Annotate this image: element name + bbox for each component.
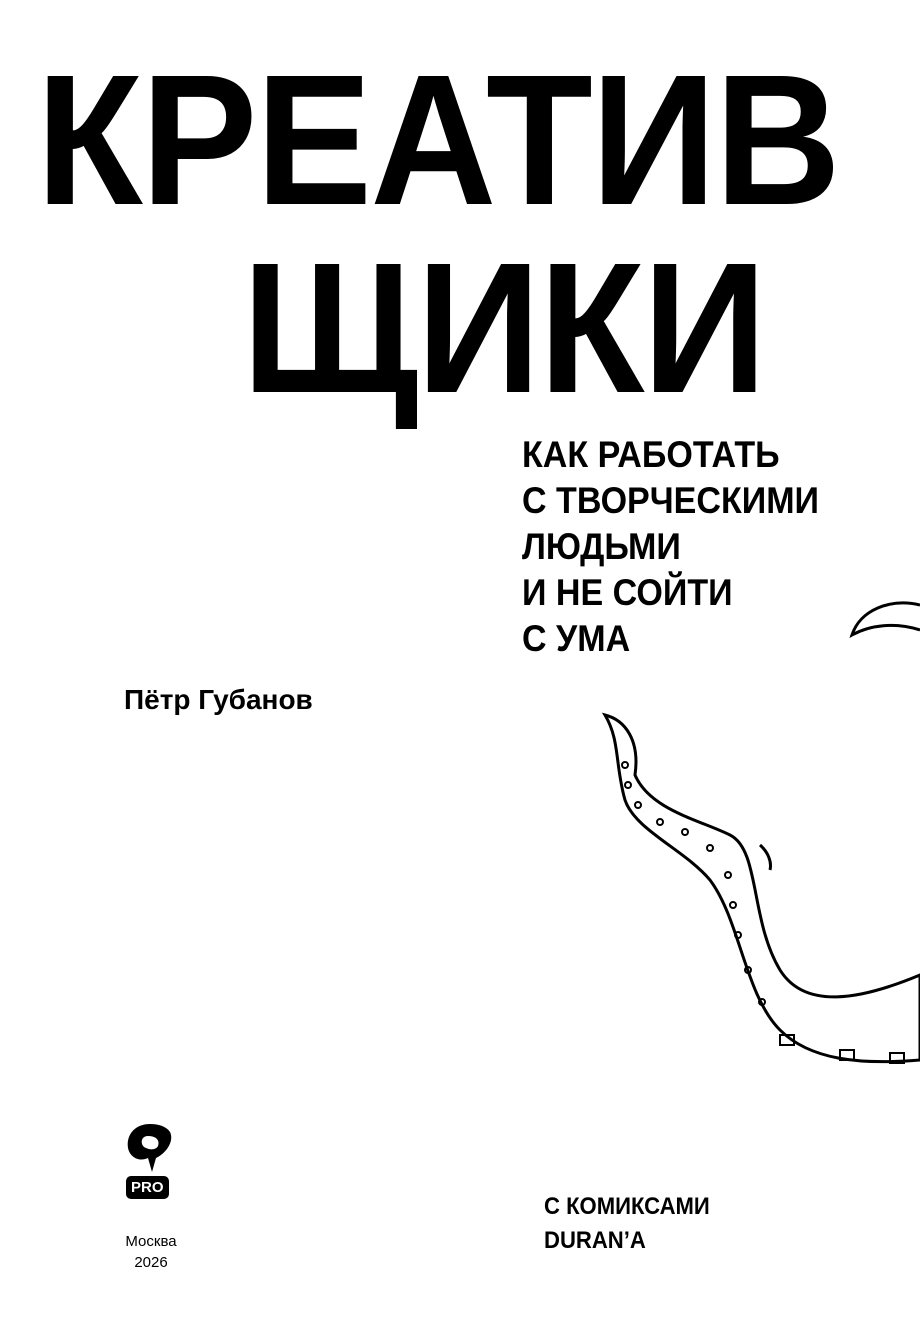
publisher-badge: PRO <box>126 1176 169 1199</box>
title-line-1: КРЕАТИВ <box>36 37 841 244</box>
subtitle-line: С УМА <box>522 618 631 659</box>
city: Москва <box>125 1233 177 1250</box>
subtitle-line: И НЕ СОЙТИ <box>522 572 733 613</box>
title-line-2: ЩИКИ <box>242 225 767 432</box>
subtitle: КАК РАБОТАТЬ С ТВОРЧЕСКИМИ ЛЮДЬМИ И НЕ С… <box>522 432 819 662</box>
comics-line: С КОМИКСАМИ <box>544 1193 710 1220</box>
comics-credit: С КОМИКСАМИ DURAN’A <box>544 1190 710 1258</box>
comics-line: DURAN’A <box>544 1227 646 1254</box>
year: 2026 <box>134 1254 168 1271</box>
subtitle-line: С ТВОРЧЕСКИМИ <box>522 480 820 521</box>
imprint: Москва 2026 <box>112 1231 190 1273</box>
author-name: Пётр Губанов <box>124 684 313 715</box>
subtitle-line: КАК РАБОТАТЬ <box>522 434 780 475</box>
publisher-logo-icon <box>127 1124 172 1172</box>
tentacle-illustration <box>601 601 920 1064</box>
subtitle-line: ЛЮДЬМИ <box>522 526 681 567</box>
